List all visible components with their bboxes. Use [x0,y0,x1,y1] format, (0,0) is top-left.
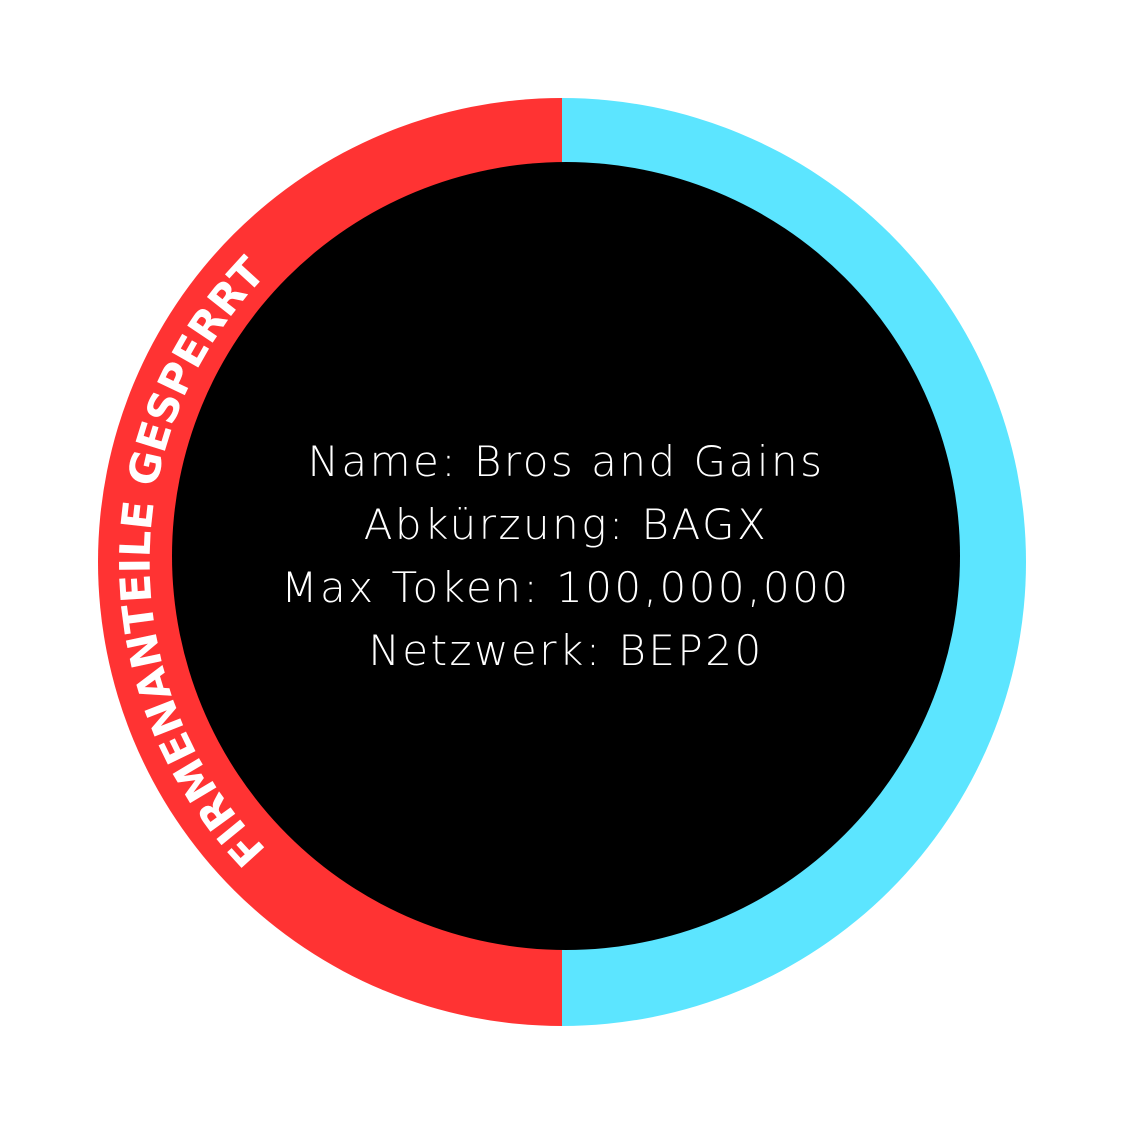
token-max-supply: Max Token: 100,000,000 [281,563,851,612]
donut-center [172,162,960,950]
token-name: Name: Bros and Gains [307,437,825,486]
token-info: Name: Bros and Gains Abkürzung: BAGX Max… [166,430,966,682]
token-abbreviation: Abkürzung: BAGX [363,500,769,549]
token-network: Netzwerk: BEP20 [368,626,764,675]
